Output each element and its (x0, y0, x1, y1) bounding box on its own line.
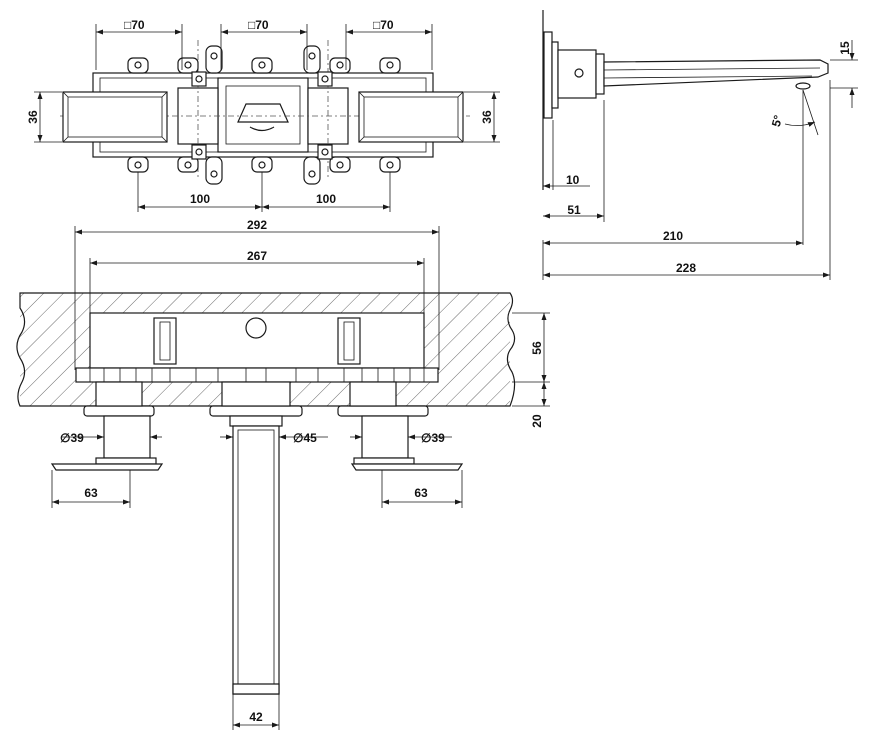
dim-total-depth: 228 (676, 261, 696, 275)
dim-angle: 5° (769, 113, 786, 128)
side-body (557, 49, 597, 99)
spout-outline (237, 103, 289, 123)
dim-square-right: □70 (373, 18, 394, 32)
dim-height-left: 36 (26, 110, 40, 124)
front-view-dimensions (51, 226, 550, 730)
dim-spacing-right: 100 (316, 192, 336, 206)
top-view-dimensions (34, 24, 500, 212)
top-view: □70 □70 □70 36 36 100 100 (26, 18, 500, 212)
left-handle (62, 91, 168, 143)
dim-square-left: □70 (124, 18, 145, 32)
dim-left-handle-width: 63 (84, 486, 98, 500)
dim-square-center: □70 (248, 18, 269, 32)
side-view-dimensions (542, 40, 858, 280)
dim-spout-diameter: ∅45 (293, 431, 317, 445)
right-rosette (337, 405, 429, 417)
dim-spout-height: 15 (838, 41, 852, 55)
dim-projection: 20 (530, 414, 544, 428)
dim-body-depth: 51 (567, 203, 581, 217)
dim-overall-width: 292 (247, 218, 267, 232)
dim-body-width: 267 (247, 249, 267, 263)
left-handle-front (50, 463, 164, 471)
dim-left-rosette-diameter: ∅39 (60, 431, 84, 445)
dim-right-handle-width: 63 (414, 486, 428, 500)
dim-height-right: 36 (480, 110, 494, 124)
right-handle-front (350, 463, 464, 471)
built-in-body (89, 312, 425, 369)
right-handle (358, 91, 464, 143)
dim-wall-depth: 56 (530, 341, 544, 355)
dim-flange-depth: 10 (566, 173, 580, 187)
side-spout (603, 59, 829, 87)
dim-spacing-left: 100 (190, 192, 210, 206)
dim-spout-width: 42 (249, 710, 263, 724)
front-spout (232, 425, 280, 695)
wall-flange (543, 31, 553, 119)
dim-spout-reach: 210 (663, 229, 683, 243)
side-view: 15 5° 10 51 210 228 (542, 10, 858, 280)
front-view: 292 267 56 20 ∅39 ∅45 ∅39 63 63 42 (16, 218, 550, 730)
mounting-tabs (127, 45, 401, 185)
spout-rosette (209, 405, 303, 417)
mounting-strip (75, 367, 439, 383)
dim-right-rosette-diameter: ∅39 (421, 431, 445, 445)
left-rosette (83, 405, 155, 417)
